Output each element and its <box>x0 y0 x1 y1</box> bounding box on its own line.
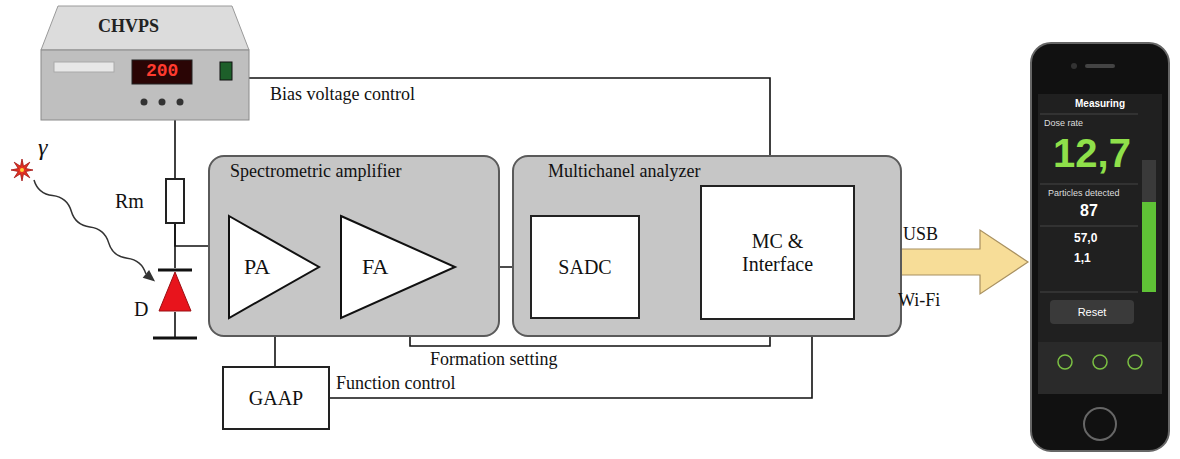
ground-wire <box>174 312 176 338</box>
power-supply: CHVPS 200 <box>40 2 250 122</box>
node-label: Reset <box>1078 306 1107 319</box>
node-label: FA <box>362 254 389 279</box>
screen-divider <box>1040 292 1138 293</box>
device-plate <box>54 62 114 72</box>
phone-earpiece <box>1085 64 1115 68</box>
phone-screen <box>1038 94 1162 394</box>
node-label: Dose rate <box>1044 118 1083 128</box>
device-front <box>41 50 249 120</box>
node-label: 200 <box>146 61 178 82</box>
ground-bar <box>153 337 197 340</box>
diode-triangle <box>159 272 191 311</box>
gamma-ray-wave <box>34 180 146 274</box>
process-box: SADC <box>530 215 640 319</box>
screen-divider <box>1040 226 1138 227</box>
node-label: 87 <box>1080 202 1098 220</box>
node-label: CHVPS <box>98 16 159 37</box>
reset-button <box>1050 300 1134 324</box>
diode-symbol: D <box>158 268 192 312</box>
interface-label: Wi-Fi <box>898 290 940 311</box>
node-label: Rm <box>115 190 144 213</box>
tab-icon <box>1128 355 1142 369</box>
group-box: SADC MC & Interface Multichanel analyzer <box>512 155 902 337</box>
signal-wire <box>174 118 176 178</box>
node-label: 1,1 <box>1074 252 1091 266</box>
device-knob <box>141 99 148 106</box>
signal-label: Function control <box>336 373 456 394</box>
tab-icon <box>1093 355 1107 369</box>
interface-label: USB <box>903 224 938 245</box>
signal-label: Formation setting <box>430 349 558 370</box>
node-label: MC & Interface <box>723 230 833 276</box>
dose-bar-fill <box>1142 202 1156 292</box>
tab-bar <box>1038 342 1162 394</box>
amplifier-triangle-outline <box>228 215 320 319</box>
phone-camera <box>1071 63 1077 69</box>
device-top <box>41 6 249 50</box>
home-button <box>1084 408 1116 440</box>
process-box: MC & Interface <box>700 185 855 320</box>
amplifier-triangle: PA <box>228 215 320 319</box>
node-label: D <box>134 298 148 321</box>
node-label: SADC <box>558 256 611 279</box>
gamma-star <box>11 159 33 181</box>
diode-symbol-outline <box>158 268 192 312</box>
node-label: Particles detected <box>1048 188 1120 198</box>
node-label: Measuring <box>1075 98 1125 110</box>
node-label: GAAP <box>249 387 303 410</box>
gamma-star-core <box>20 168 24 172</box>
phone-body <box>1031 43 1169 451</box>
dose-bar-track <box>1142 160 1156 292</box>
amplifier-outline <box>341 216 455 318</box>
amplifier-triangle: FA <box>340 215 456 319</box>
node-label: Spectrometric amplifier <box>230 161 401 182</box>
node-label: PA <box>244 254 270 279</box>
device-switch <box>220 62 232 80</box>
group-box: PA FA Spectrometric amplifier <box>208 155 500 337</box>
device-display <box>132 60 192 84</box>
signal-label: Bias voltage control <box>270 84 415 105</box>
process-box: GAAP <box>222 366 330 430</box>
node-label: Multichanel analyzer <box>548 161 700 182</box>
node-label: 57,0 <box>1074 232 1097 246</box>
gamma-ray-head <box>143 270 155 282</box>
screen-divider <box>1040 184 1138 185</box>
tab-icon <box>1058 355 1072 369</box>
radiation-symbol-label: γ <box>38 134 47 162</box>
smartphone: MeasuringDose rate 12,7Particles detected… <box>1030 42 1170 452</box>
resistor-symbol: Rm <box>165 178 185 224</box>
node-label: 12,7 <box>1053 130 1131 176</box>
device-knob <box>159 99 166 106</box>
screen-divider <box>1040 114 1138 115</box>
device-knob <box>177 99 184 106</box>
amplifier-outline <box>229 216 319 318</box>
amplifier-triangle-outline <box>340 215 456 319</box>
